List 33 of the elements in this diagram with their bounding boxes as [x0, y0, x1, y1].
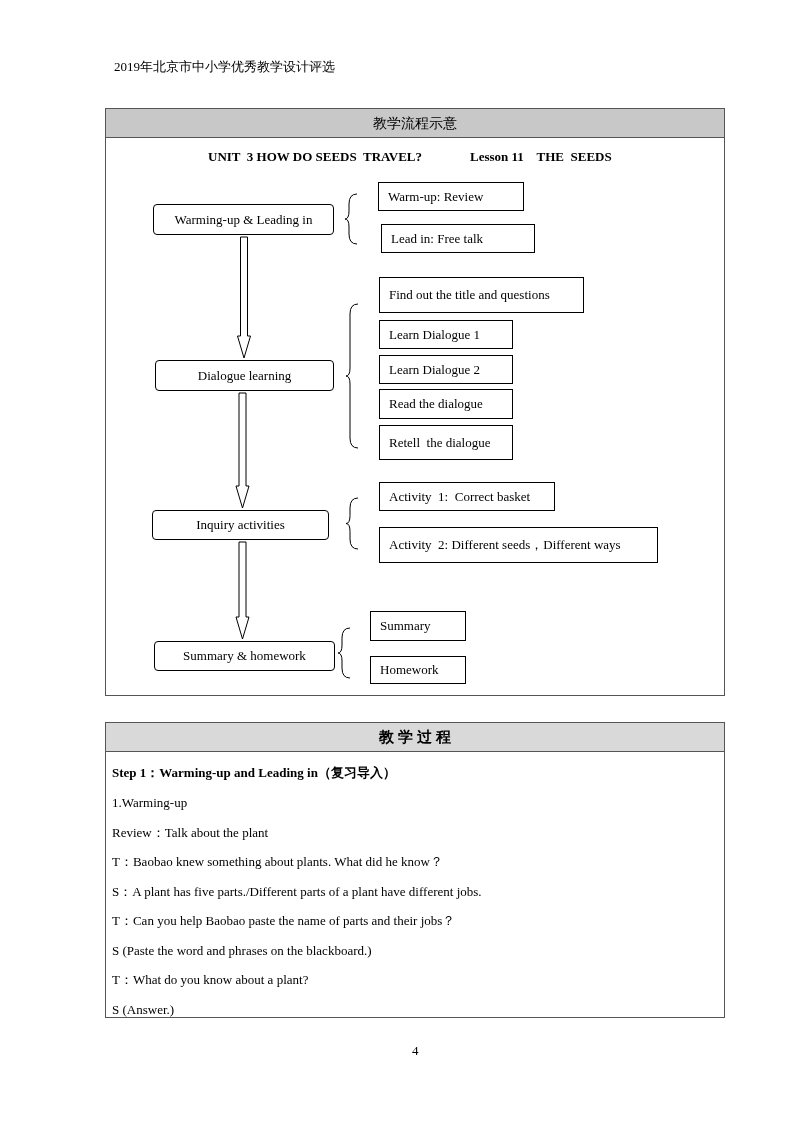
activity-box: Warm-up: Review [378, 182, 524, 211]
lesson-text: S：A plant has five parts./Different parts of a plant have different jobs. [112, 882, 482, 901]
activity-box: Learn Dialogue 2 [379, 355, 513, 384]
lesson-text: S (Paste the word and phrases on the blackboard.) [112, 941, 372, 960]
block-arrow [235, 392, 250, 509]
stage-box: Dialogue learning [155, 360, 334, 391]
block-arrow [235, 541, 250, 640]
page-header: 2019年北京市中小学优秀教学设计评选 [114, 58, 335, 76]
activity-box: Retell the dialogue [379, 425, 513, 460]
activity-box: Summary [370, 611, 466, 641]
lesson-text: T：What do you know about a plant? [112, 971, 309, 989]
stage-box: Summary & homework [154, 641, 335, 671]
unit-title: UNIT 3 HOW DO SEEDS TRAVEL? [208, 148, 422, 166]
lesson-text: T：Can you help Baobao paste the name of parts and their jobs？ [112, 912, 456, 930]
activity-box: Activity 2: Different seeds，Different ways [379, 527, 658, 563]
block-arrow [237, 236, 251, 359]
activity-box: Activity 1: Correct basket [379, 482, 555, 511]
activity-box: Homework [370, 656, 466, 684]
stage-box: Inquiry activities [152, 510, 329, 540]
lesson-text: T：Baobao knew something about plants. What did he know？ [112, 853, 443, 871]
table-heading: 教 学 过 程 [106, 723, 724, 752]
table-heading: 教学流程示意 [106, 109, 724, 138]
lesson-text: S (Answer.) [112, 1000, 175, 1019]
step-heading: Step 1：Warming-up and Leading in（复习导入） [112, 764, 396, 782]
page-number: 4 [412, 1042, 419, 1060]
stage-box: Warming-up & Leading in [153, 204, 334, 235]
activity-box: Find out the title and questions [379, 277, 584, 313]
activity-box: Read the dialogue [379, 389, 513, 419]
lesson-text: Review：Talk about the plant [112, 823, 269, 842]
lesson-title: Lesson 11 THE SEEDS [470, 148, 612, 166]
activity-box: Learn Dialogue 1 [379, 320, 513, 349]
activity-box: Lead in: Free talk [381, 224, 535, 253]
lesson-text: 1.Warming-up [112, 794, 188, 812]
